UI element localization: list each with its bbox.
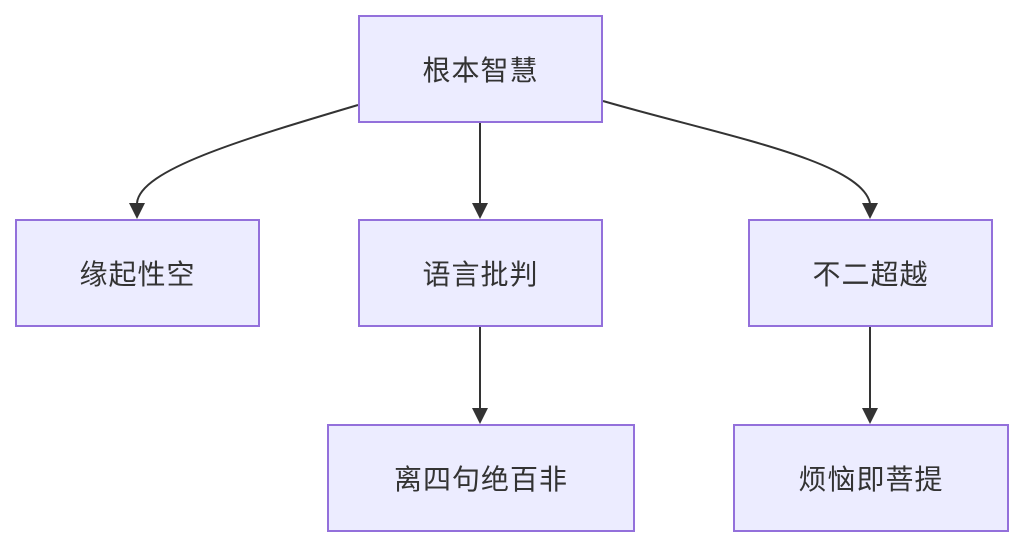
- node-language-critique: 语言批判: [358, 219, 603, 327]
- node-tetralemma: 离四句绝百非: [327, 424, 635, 532]
- arrowhead-language-critique: [472, 203, 488, 219]
- arrowhead-afflictions-bodhi: [862, 408, 878, 424]
- node-afflictions-bodhi-label: 烦恼即菩提: [798, 463, 944, 496]
- arrowhead-non-duality: [862, 203, 878, 219]
- node-root-wisdom: 根本智慧: [358, 15, 603, 123]
- edge-root-to-non-duality: [602, 100, 871, 204]
- node-root-label: 根本智慧: [422, 54, 539, 87]
- arrowhead-dependent-origination: [129, 203, 145, 219]
- node-language-critique-label: 语言批判: [422, 258, 539, 291]
- arrowhead-tetralemma: [472, 408, 488, 424]
- node-afflictions-bodhi: 烦恼即菩提: [733, 424, 1009, 532]
- node-dependent-origination: 缘起性空: [15, 219, 260, 327]
- edge-root-to-dependent-origination: [136, 104, 359, 204]
- node-tetralemma-label: 离四句绝百非: [393, 463, 568, 496]
- node-dependent-origination-label: 缘起性空: [79, 258, 196, 291]
- node-non-duality-label: 不二超越: [812, 258, 929, 291]
- node-non-duality: 不二超越: [748, 219, 993, 327]
